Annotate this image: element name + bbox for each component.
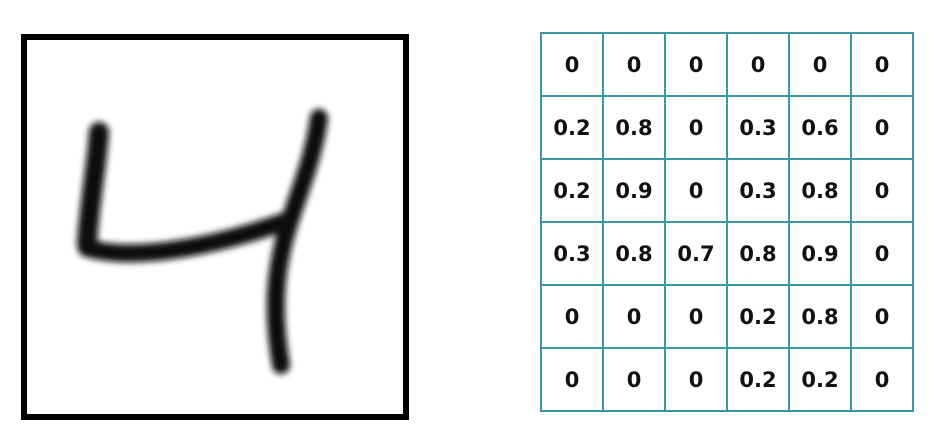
grid-cell: 0.2 — [788, 347, 852, 412]
grid-cell: 0.2 — [726, 347, 790, 412]
grid-cell: 0.2 — [540, 95, 604, 160]
grid-cell: 0 — [850, 284, 914, 349]
grid-cell: 0 — [540, 32, 604, 97]
digit-stroke-crossbar — [78, 211, 298, 263]
grid-cell: 0.2 — [540, 158, 604, 223]
grid-cell: 0 — [602, 32, 666, 97]
grid-cell: 0.2 — [726, 284, 790, 349]
digit-image — [21, 34, 409, 420]
digit-stroke-right — [266, 109, 328, 374]
grid-cell: 0.8 — [602, 95, 666, 160]
grid-cell: 0 — [850, 347, 914, 412]
grid-cell: 0.8 — [726, 221, 790, 286]
grid-cell: 0 — [664, 32, 728, 97]
handwritten-digit-four — [77, 109, 328, 374]
grid-cell: 0 — [540, 347, 604, 412]
grid-cell: 0 — [664, 284, 728, 349]
grid-cell: 0 — [664, 347, 728, 412]
grid-cell: 0.3 — [726, 95, 790, 160]
grid-cell: 0 — [850, 95, 914, 160]
grid-cell: 0.9 — [602, 158, 666, 223]
grid-cell: 0.3 — [726, 158, 790, 223]
grid-cell: 0.8 — [602, 221, 666, 286]
grid-cell: 0 — [850, 221, 914, 286]
grid-cell: 0 — [850, 32, 914, 97]
grid-cell: 0.8 — [788, 158, 852, 223]
grid-cell: 0 — [788, 32, 852, 97]
grid-cell: 0 — [850, 158, 914, 223]
grid-cell: 0 — [540, 284, 604, 349]
grid-cell: 0 — [602, 347, 666, 412]
grid-cell: 0.8 — [788, 284, 852, 349]
grid-cell: 0 — [602, 284, 666, 349]
grid-cell: 0.3 — [540, 221, 604, 286]
grid-cell: 0 — [664, 158, 728, 223]
grid-cell: 0 — [726, 32, 790, 97]
grid-cell: 0.9 — [788, 221, 852, 286]
grid-cell: 0 — [664, 95, 728, 160]
grid-cell: 0.7 — [664, 221, 728, 286]
grid-cell: 0.6 — [788, 95, 852, 160]
digit-stroke-left — [77, 122, 109, 255]
